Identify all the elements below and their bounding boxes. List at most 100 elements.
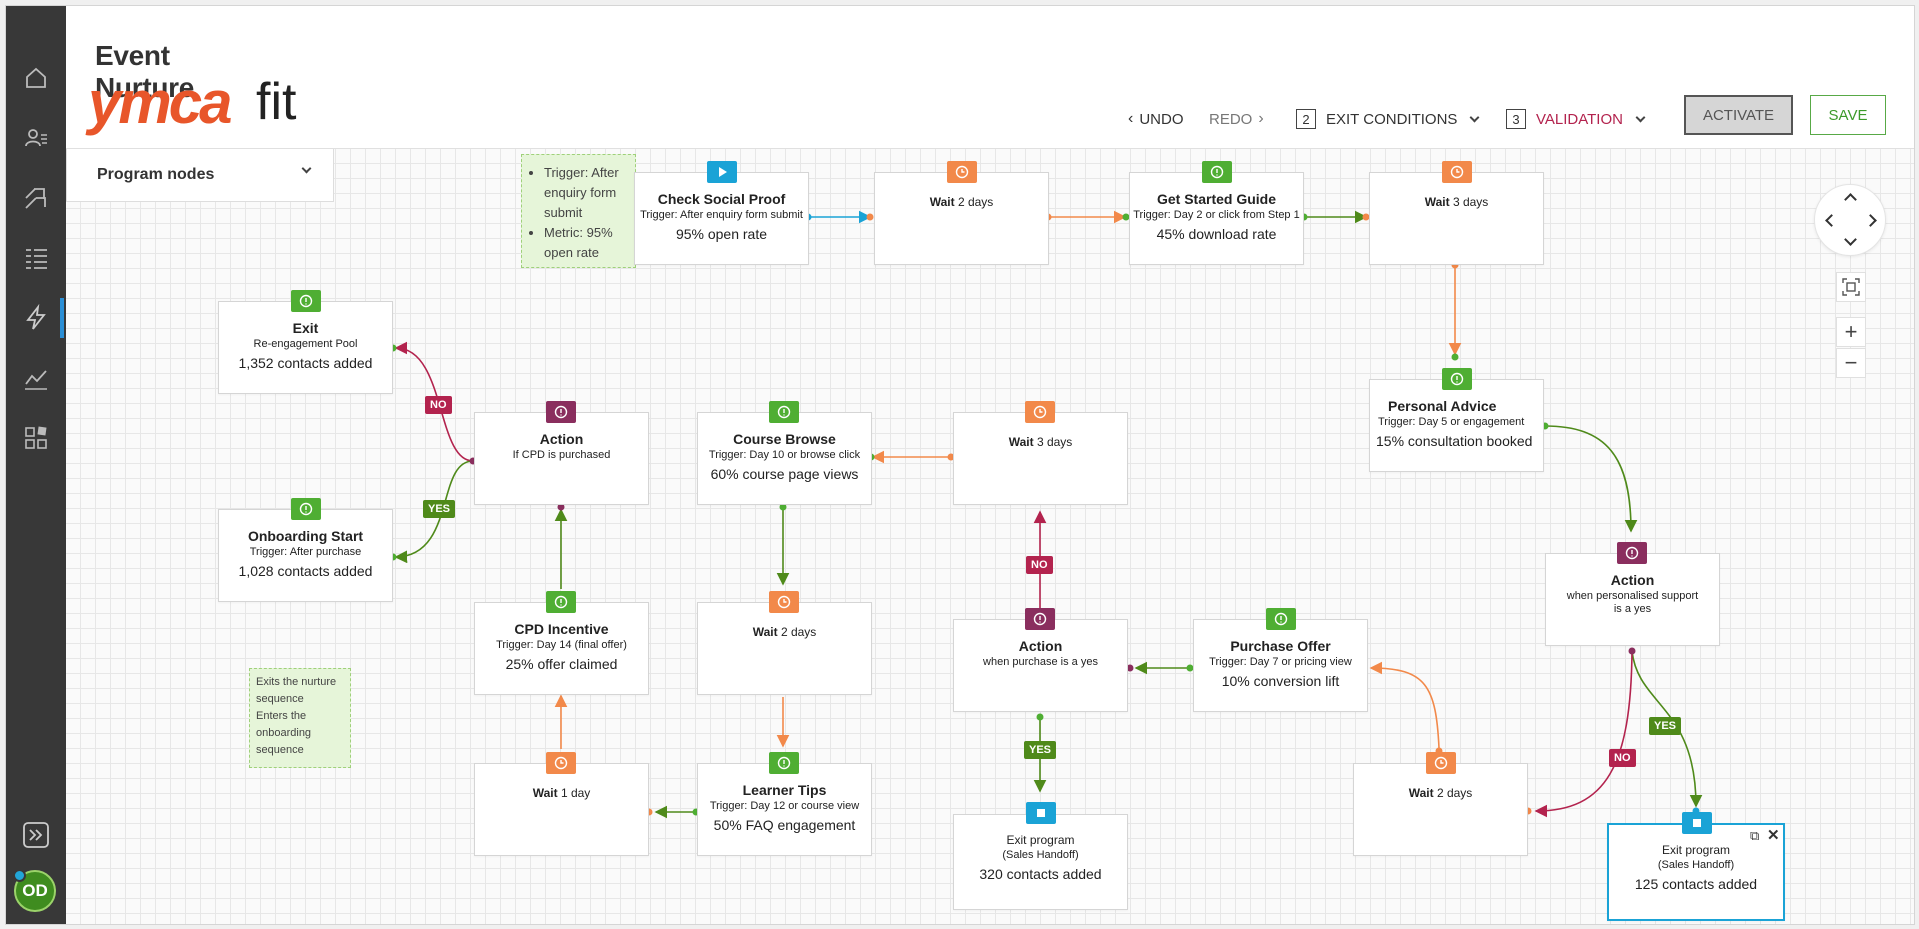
avatar[interactable]: OD bbox=[14, 870, 56, 912]
node-exit-pool[interactable]: Exit Re-engagement Pool 1,352 contacts a… bbox=[218, 301, 393, 394]
program-nodes-label: Program nodes bbox=[97, 166, 215, 183]
node-title: Get Started Guide bbox=[1156, 191, 1277, 207]
node-title: Action bbox=[1018, 638, 1063, 654]
node-metric: 320 contacts added bbox=[979, 866, 1102, 882]
node-wait[interactable]: Wait 2 days bbox=[697, 602, 872, 695]
zoom-out-button[interactable]: − bbox=[1836, 348, 1866, 378]
pan-left-icon[interactable] bbox=[1825, 214, 1838, 227]
node-trigger: Trigger: Day 7 or pricing view bbox=[1209, 656, 1352, 668]
alert-icon bbox=[291, 290, 321, 312]
node-title: CPD Incentive bbox=[514, 621, 609, 637]
pan-right-icon[interactable] bbox=[1864, 214, 1877, 227]
node-exit-program-selected[interactable]: Exit program (Sales Handoff) 125 contact… bbox=[1607, 823, 1785, 921]
program-nodes-dropdown[interactable]: Program nodes bbox=[66, 149, 334, 202]
exit-icon bbox=[1026, 802, 1056, 824]
undo-button[interactable]: ‹ UNDO bbox=[1128, 106, 1184, 132]
branch-label-no: NO bbox=[1026, 556, 1053, 574]
note-top[interactable]: Trigger: After enquiry form submit Metri… bbox=[521, 154, 636, 268]
node-condition: when purchase is a yes bbox=[983, 656, 1098, 668]
note-line: Metric: 95% open rate bbox=[544, 223, 629, 263]
close-icon[interactable]: ✕ bbox=[1767, 827, 1780, 844]
expand-icon[interactable] bbox=[6, 815, 66, 855]
node-course-browse[interactable]: Course Browse Trigger: Day 10 or browse … bbox=[697, 412, 872, 505]
lists-icon[interactable] bbox=[6, 238, 66, 278]
wait-prefix: Wait bbox=[532, 786, 558, 800]
exit-icon bbox=[1682, 812, 1712, 834]
redo-button[interactable]: REDO › bbox=[1209, 106, 1264, 132]
validation-dropdown[interactable]: 3 VALIDATION bbox=[1506, 106, 1646, 132]
wait-value: 3 days bbox=[1036, 435, 1073, 449]
note-left[interactable]: Exits the nurture sequence Enters the on… bbox=[249, 668, 351, 768]
save-button[interactable]: SAVE bbox=[1810, 95, 1886, 135]
node-onboarding-start[interactable]: Onboarding Start Trigger: After purchase… bbox=[218, 509, 393, 602]
wait-value: 1 day bbox=[560, 786, 591, 800]
pan-down-icon[interactable] bbox=[1844, 233, 1857, 246]
active-indicator bbox=[60, 298, 64, 338]
sidebar: OD bbox=[6, 6, 66, 924]
automation-icon[interactable] bbox=[6, 298, 66, 338]
wait-prefix: Wait bbox=[929, 195, 955, 209]
node-subtitle: Re-engagement Pool bbox=[253, 338, 358, 350]
port-dots bbox=[389, 213, 1700, 816]
node-metric: 15% consultation booked bbox=[1376, 433, 1533, 449]
node-purchase-offer[interactable]: Purchase Offer Trigger: Day 7 or pricing… bbox=[1193, 619, 1368, 712]
node-trigger: Trigger: Day 5 or engagement bbox=[1378, 416, 1525, 428]
connector bbox=[1631, 650, 1703, 808]
node-title: Action bbox=[539, 431, 584, 447]
node-exit-program[interactable]: Exit program (Sales Handoff) 320 contact… bbox=[953, 814, 1128, 910]
node-metric: 125 contacts added bbox=[1634, 876, 1758, 892]
node-title: Check Social Proof bbox=[657, 191, 786, 207]
journeys-icon[interactable] bbox=[6, 178, 66, 218]
zoom-in-button[interactable]: + bbox=[1836, 317, 1866, 347]
node-get-started-guide[interactable]: Get Started Guide Trigger: Day 2 or clic… bbox=[1129, 172, 1304, 265]
node-learner-tips[interactable]: Learner Tips Trigger: Day 12 or course v… bbox=[697, 763, 872, 856]
node-check-social-proof[interactable]: Check Social Proof Trigger: After enquir… bbox=[634, 172, 809, 265]
wait-prefix: Wait bbox=[1424, 195, 1450, 209]
status-dot bbox=[13, 869, 26, 882]
node-metric: 95% open rate bbox=[675, 226, 768, 242]
clock-icon bbox=[947, 161, 977, 183]
node-title: Purchase Offer bbox=[1230, 638, 1331, 654]
node-trigger: Trigger: Day 12 or course view bbox=[709, 800, 860, 812]
clock-icon bbox=[1442, 161, 1472, 183]
node-cpd-incentive[interactable]: CPD Incentive Trigger: Day 14 (final off… bbox=[474, 602, 649, 695]
alert-icon bbox=[1442, 368, 1472, 390]
wait-prefix: Wait bbox=[1008, 435, 1034, 449]
alert-icon bbox=[769, 401, 799, 423]
branch-label-yes: YES bbox=[1024, 741, 1057, 759]
wait-value: 3 days bbox=[1452, 195, 1489, 209]
node-trigger: Trigger: Day 2 or click from Step 1 bbox=[1133, 209, 1300, 221]
node-metric: 1,352 contacts added bbox=[238, 355, 373, 371]
exit-conditions-dropdown[interactable]: 2 EXIT CONDITIONS bbox=[1296, 106, 1480, 132]
branch-label-no: NO bbox=[425, 396, 452, 414]
home-icon[interactable] bbox=[6, 58, 66, 98]
activate-button[interactable]: ACTIVATE bbox=[1684, 95, 1793, 135]
fit-view-icon[interactable] bbox=[1836, 272, 1866, 302]
node-subtitle: (Sales Handoff) bbox=[1657, 859, 1735, 871]
node-metric: 50% FAQ engagement bbox=[713, 817, 856, 833]
node-title: Exit program bbox=[1661, 843, 1731, 857]
node-personal-advice[interactable]: Personal Advice Trigger: Day 5 or engage… bbox=[1369, 379, 1544, 472]
pan-control[interactable] bbox=[1814, 184, 1886, 256]
node-action-cpd[interactable]: Action If CPD is purchased bbox=[474, 412, 649, 505]
redo-label: REDO bbox=[1209, 110, 1253, 128]
node-wait[interactable]: Wait 1 day bbox=[474, 763, 649, 856]
copy-icon[interactable]: ⧉ bbox=[1750, 828, 1760, 843]
alert-icon bbox=[1025, 608, 1055, 630]
node-action-support[interactable]: Action when personalised support is a ye… bbox=[1545, 553, 1720, 646]
wait-prefix: Wait bbox=[752, 625, 778, 639]
node-condition: If CPD is purchased bbox=[512, 449, 611, 461]
node-wait[interactable]: Wait 3 days bbox=[953, 412, 1128, 505]
node-title: Learner Tips bbox=[742, 782, 827, 798]
apps-icon[interactable] bbox=[6, 418, 66, 458]
contacts-icon[interactable] bbox=[6, 118, 66, 158]
analytics-icon[interactable] bbox=[6, 358, 66, 398]
node-wait[interactable]: Wait 2 days bbox=[874, 172, 1049, 265]
alert-icon bbox=[291, 498, 321, 520]
pan-up-icon[interactable] bbox=[1844, 193, 1857, 206]
node-action-purchase[interactable]: Action when purchase is a yes bbox=[953, 619, 1128, 712]
node-metric: 1,028 contacts added bbox=[238, 563, 373, 579]
node-wait[interactable]: Wait 3 days bbox=[1369, 172, 1544, 265]
node-wait[interactable]: Wait 2 days bbox=[1353, 763, 1528, 856]
note-line: Exits the nurture sequence bbox=[256, 676, 337, 705]
